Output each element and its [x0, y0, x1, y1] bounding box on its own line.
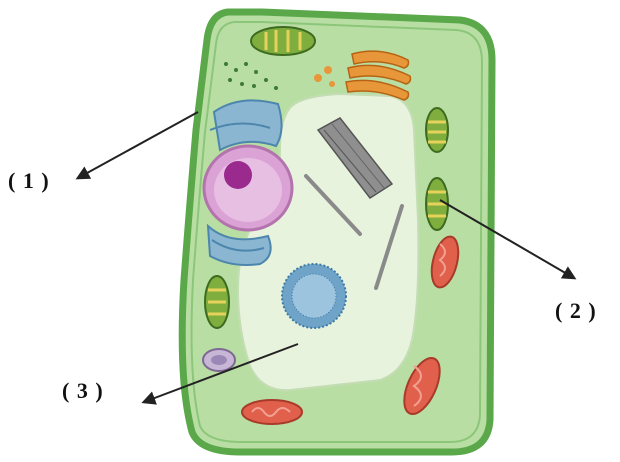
label-2: ( 2 ) — [555, 298, 597, 324]
chloroplast — [251, 27, 315, 55]
label-1: ( 1 ) — [8, 168, 50, 194]
label-3: ( 3 ) — [62, 378, 104, 404]
chloroplast — [426, 108, 448, 152]
mitochondrion — [242, 400, 302, 424]
arrow-1 — [78, 112, 198, 178]
nucleolus — [224, 161, 252, 189]
